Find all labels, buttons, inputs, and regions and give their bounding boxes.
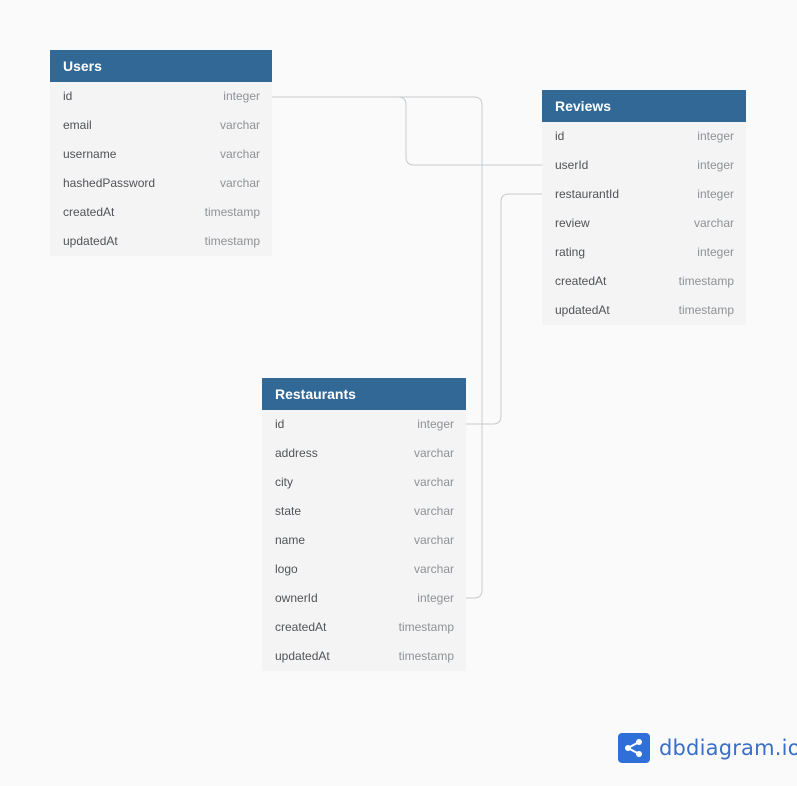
table-fields-restaurants: id integer address varchar city varchar state v… (262, 410, 466, 671)
table-header-users[interactable]: Users (50, 50, 272, 82)
field-name: updatedAt (63, 234, 118, 248)
field-type: timestamp (678, 274, 734, 288)
field-row-restaurants[interactable]: ownerId integer (262, 584, 466, 613)
brand-name: dbdiagram.io (659, 736, 797, 760)
field-name: rating (555, 245, 586, 259)
table-users[interactable]: Users id integer email varchar username varch… (50, 50, 272, 256)
field-row-restaurants[interactable]: id integer (262, 410, 466, 439)
field-name: city (275, 475, 293, 489)
field-row-reviews[interactable]: review varchar (542, 209, 746, 238)
field-row-users[interactable]: hashedPassword varchar (50, 169, 272, 198)
field-type: varchar (413, 475, 454, 489)
field-type: timestamp (204, 205, 260, 219)
field-type: varchar (413, 446, 454, 460)
field-type: varchar (413, 504, 454, 518)
field-type: integer (697, 158, 734, 172)
field-name: id (63, 89, 73, 103)
field-type: varchar (219, 147, 260, 161)
field-type: integer (223, 89, 260, 103)
relationship-users-id-to-reviews-userid (272, 96, 542, 166)
field-row-restaurants[interactable]: name varchar (262, 526, 466, 555)
field-name: updatedAt (555, 303, 610, 317)
field-type: varchar (693, 216, 734, 230)
field-type: integer (697, 187, 734, 201)
field-row-users[interactable]: updatedAt timestamp (50, 227, 272, 256)
field-name: address (275, 446, 318, 460)
field-type: integer (417, 417, 454, 431)
field-name: id (275, 417, 285, 431)
field-name: logo (275, 562, 298, 576)
field-row-reviews[interactable]: id integer (542, 122, 746, 151)
field-row-restaurants[interactable]: address varchar (262, 439, 466, 468)
field-type: varchar (219, 118, 260, 132)
field-name: restaurantId (555, 187, 620, 201)
field-row-reviews[interactable]: createdAt timestamp (542, 267, 746, 296)
field-row-reviews[interactable]: rating integer (542, 238, 746, 267)
field-row-users[interactable]: email varchar (50, 111, 272, 140)
field-type: timestamp (204, 234, 260, 248)
table-header-restaurants[interactable]: Restaurants (262, 378, 466, 410)
field-row-restaurants[interactable]: createdAt timestamp (262, 613, 466, 642)
field-row-reviews[interactable]: restaurantId integer (542, 180, 746, 209)
field-type: integer (417, 591, 454, 605)
field-name: state (275, 504, 302, 518)
field-row-reviews[interactable]: updatedAt timestamp (542, 296, 746, 325)
field-type: varchar (413, 562, 454, 576)
table-fields-reviews: id integer userId integer restaurantId intege… (542, 122, 746, 325)
field-name: createdAt (275, 620, 327, 634)
field-row-users[interactable]: id integer (50, 82, 272, 111)
field-name: id (555, 129, 565, 143)
field-name: createdAt (555, 274, 607, 288)
table-header-reviews[interactable]: Reviews (542, 90, 746, 122)
field-name: review (555, 216, 590, 230)
field-name: createdAt (63, 205, 115, 219)
field-row-restaurants[interactable]: logo varchar (262, 555, 466, 584)
field-type: timestamp (398, 620, 454, 634)
field-name: userId (555, 158, 589, 172)
field-row-restaurants[interactable]: city varchar (262, 468, 466, 497)
field-name: hashedPassword (63, 176, 156, 190)
brand-logo[interactable]: dbdiagram.io (618, 733, 797, 763)
field-type: integer (697, 245, 734, 259)
field-name: username (63, 147, 117, 161)
field-name: name (275, 533, 306, 547)
field-row-restaurants[interactable]: state varchar (262, 497, 466, 526)
field-row-reviews[interactable]: userId integer (542, 151, 746, 180)
table-restaurants[interactable]: Restaurants id integer address varchar city v… (262, 378, 466, 671)
field-row-users[interactable]: createdAt timestamp (50, 198, 272, 227)
field-row-restaurants[interactable]: updatedAt timestamp (262, 642, 466, 671)
field-name: email (63, 118, 92, 132)
field-type: varchar (219, 176, 260, 190)
field-type: varchar (413, 533, 454, 547)
field-type: timestamp (398, 649, 454, 663)
field-row-users[interactable]: username varchar (50, 140, 272, 169)
field-type: integer (697, 129, 734, 143)
field-name: ownerId (275, 591, 318, 605)
relationship-restaurants-id-to-reviews-restaurantid (466, 193, 542, 425)
share-nodes-icon (618, 733, 650, 763)
field-name: updatedAt (275, 649, 330, 663)
field-type: timestamp (678, 303, 734, 317)
